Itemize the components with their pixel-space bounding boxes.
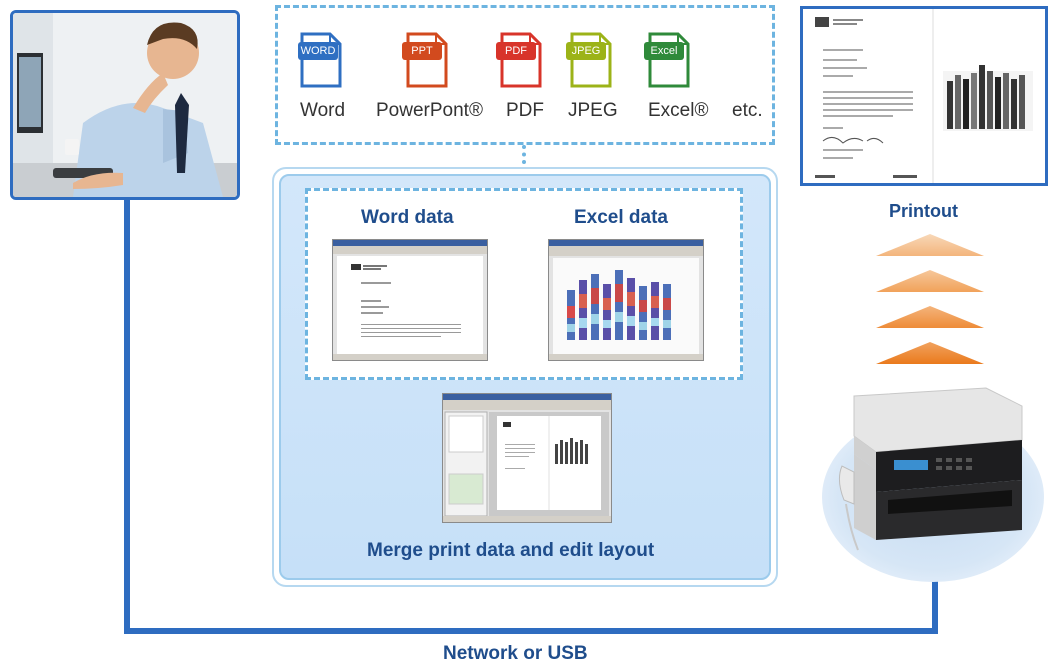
powerpoint-file-badge: PPT	[402, 42, 442, 60]
word-data-screenshot	[332, 239, 488, 361]
supported-file-types: WORD Word PPT PowerPont® PDF PDF JPEG JP…	[275, 5, 775, 145]
user-at-computer-photo	[10, 10, 240, 200]
pdf-file-label: PDF	[506, 100, 544, 121]
jpeg-file-label: JPEG	[568, 100, 618, 121]
printout-arrow-3	[876, 306, 984, 328]
jpeg-file-icon	[566, 32, 614, 88]
merge-caption: Merge print data and edit layout	[367, 540, 655, 561]
word-file-label: Word	[300, 100, 346, 121]
excel-file-label: Excel®	[648, 100, 709, 121]
powerpoint-file-icon	[402, 32, 450, 88]
connection-label: Network or USB	[443, 643, 588, 664]
excel-data-screenshot	[548, 239, 704, 361]
printout-arrow-2	[876, 270, 984, 292]
printout-arrow-4	[876, 342, 984, 364]
word-file-badge: WORD	[298, 42, 338, 60]
printout-label: Printout	[889, 201, 958, 221]
multifunction-printer	[838, 387, 1023, 551]
printout-arrow-1	[876, 234, 984, 256]
printout-preview	[800, 6, 1048, 186]
connection-cable-left	[124, 198, 130, 634]
powerpoint-file-label: PowerPont®	[376, 100, 483, 121]
printout-arrows	[876, 234, 984, 364]
excel-file-badge: Excel	[644, 42, 684, 60]
jpeg-file-badge: JPEG	[566, 42, 606, 60]
other-file-types-label: etc.	[732, 100, 763, 121]
word-data-label: Word data	[361, 207, 454, 228]
connection-cable-bottom	[124, 628, 938, 634]
pdf-file-icon	[496, 32, 544, 88]
pdf-file-badge: PDF	[496, 42, 536, 60]
word-file-icon	[296, 32, 344, 88]
layout-editor-screenshot	[442, 393, 612, 523]
connection-dotted-link	[522, 145, 526, 179]
excel-data-label: Excel data	[574, 207, 668, 228]
excel-file-icon	[644, 32, 692, 88]
